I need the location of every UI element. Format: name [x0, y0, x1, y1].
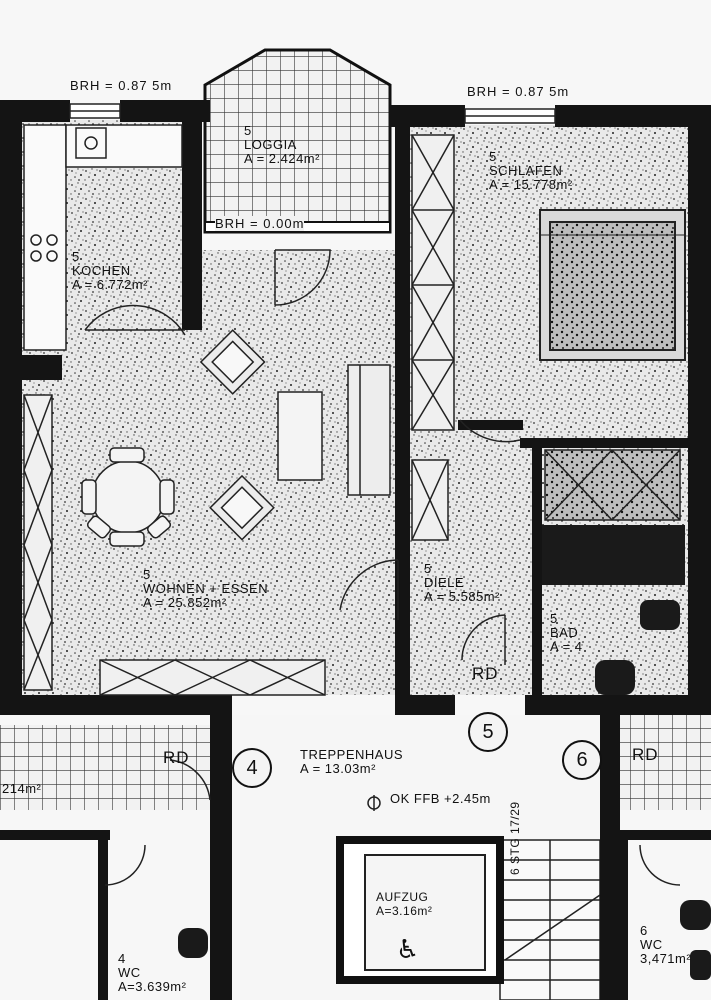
room-area: A=3.16m²	[376, 904, 433, 918]
unit-number-6: 6	[562, 740, 602, 780]
room-wohnen-essen: 5 WOHNEN + ESSEN A = 25.852m²	[143, 568, 268, 610]
left-area-label: 214m²	[2, 781, 42, 796]
room-area: A = 25.852m²	[143, 595, 227, 610]
room-number: 5	[244, 123, 252, 138]
room-number: 5	[72, 249, 80, 264]
room-area: 3,471m²	[640, 951, 692, 966]
room-number: 4	[118, 951, 126, 966]
bad-fixtures	[178, 600, 711, 980]
door-swings	[84, 249, 681, 886]
room-loggia: 5 LOGGIA A = 2.424m²	[244, 124, 320, 166]
room-name: BAD	[550, 625, 579, 640]
dining-table	[81, 447, 175, 547]
windows	[69, 103, 556, 124]
room-schlafen: 5 SCHLAFEN A = 15.778m²	[489, 150, 573, 192]
room-number: 6	[640, 923, 648, 938]
room-name: SCHLAFEN	[489, 163, 563, 178]
brh-label-right: BRH = 0.87 5m	[467, 84, 570, 99]
right-corridor-tiles	[620, 715, 711, 810]
room-name: DIELE	[424, 575, 465, 590]
room-name: WC	[118, 965, 141, 980]
wohnen-floor	[22, 250, 397, 695]
room-diele: 5 DIELE A = 5.585m²	[424, 562, 500, 604]
room-area: A = 5.585m²	[424, 589, 500, 604]
room-wc-6: 6 WC 3,471m²	[640, 924, 691, 966]
room-area: A = 13.03m²	[300, 761, 376, 776]
unit-number-5: 5	[468, 712, 508, 752]
rd-label-right: RD	[632, 745, 659, 764]
kitchen-counter	[23, 124, 183, 351]
level-marker	[367, 795, 381, 811]
armchairs	[199, 329, 275, 541]
level-label: OK FFB +2.45m	[390, 791, 491, 806]
walls	[0, 100, 711, 1000]
room-area: A = 4	[550, 639, 583, 654]
room-name: AUFZUG	[376, 890, 429, 904]
room-number: 5	[143, 567, 151, 582]
rd-label-center: RD	[472, 664, 499, 683]
room-name: WC	[640, 937, 663, 952]
room-area: A = 15.778m²	[489, 177, 573, 192]
rd-label-left: RD	[163, 748, 190, 767]
room-name: WOHNEN + ESSEN	[143, 581, 269, 596]
staircase	[499, 839, 601, 1000]
room-number: 5	[550, 611, 558, 626]
room-name: KOCHEN	[72, 263, 131, 278]
bad-wc-zone	[545, 450, 680, 520]
room-area: A=3.639m²	[118, 979, 187, 994]
brh-label-left: BRH = 0.87 5m	[70, 78, 173, 93]
room-kochen: 5 KOCHEN A = 6.772m²	[72, 250, 148, 292]
bad-dark-band	[535, 525, 685, 585]
room-number: 5	[424, 561, 432, 576]
left-corridor-tiles	[0, 725, 210, 810]
sofa	[277, 364, 391, 496]
room-bad: 5 BAD A = 4	[550, 612, 583, 654]
room-aufzug: AUFZUG A=3.16m²	[376, 890, 432, 918]
brh-label-loggia: BRH = 0.00m	[215, 216, 305, 231]
room-area: A = 2.424m²	[244, 151, 320, 166]
stairs-label: 6 STG 17/29	[508, 801, 522, 875]
bed	[539, 209, 686, 361]
unit-number-4: 4	[232, 748, 272, 788]
room-wc-4: 4 WC A=3.639m²	[118, 952, 186, 994]
wheelchair-icon: ♿	[396, 934, 420, 964]
room-name: TREPPENHAUS	[300, 747, 404, 762]
room-treppenhaus: TREPPENHAUS A = 13.03m²	[300, 748, 403, 776]
room-area: A = 6.772m²	[72, 277, 148, 292]
room-name: LOGGIA	[244, 137, 297, 152]
aufzug-cabin	[364, 854, 486, 971]
room-number: 5	[489, 149, 497, 164]
wardrobes	[23, 134, 681, 696]
